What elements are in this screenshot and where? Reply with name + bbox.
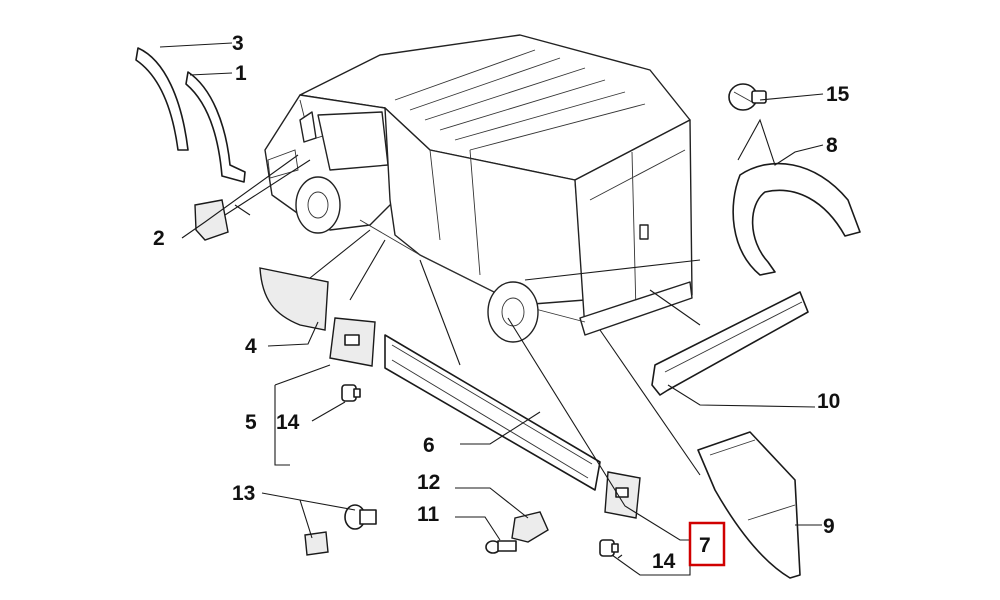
part-15-fastener <box>728 83 767 111</box>
callout-15: 15 <box>826 83 850 106</box>
highlight-box-callout-7 <box>688 521 726 567</box>
callout-11: 11 <box>417 503 440 526</box>
callout-14-upper: 14 <box>276 411 300 434</box>
part-9-rear-corner-panel <box>697 431 801 579</box>
part-7-marker-housing <box>604 471 641 519</box>
callout-10: 10 <box>817 390 840 413</box>
van-illustration <box>264 34 693 343</box>
callout-2: 2 <box>153 227 165 250</box>
callout-3: 3 <box>232 32 244 55</box>
callout-12: 12 <box>417 471 440 494</box>
part-8-rear-wheel-arch <box>732 162 861 276</box>
part-13-clips <box>304 504 377 556</box>
part-5-marker-housing <box>329 317 376 367</box>
callout-5: 5 <box>245 411 257 434</box>
part-14-bulb-upper <box>341 384 361 402</box>
callout-6: 6 <box>423 434 435 457</box>
callout-labels: 3 1 2 15 8 4 5 14 10 6 13 12 11 9 7 14 <box>153 32 850 573</box>
callout-8: 8 <box>826 134 838 157</box>
callout-13: 13 <box>232 482 255 505</box>
part-11-screw <box>485 540 517 554</box>
part-12-bracket <box>511 511 549 543</box>
part-14-bulb-lower <box>599 539 619 557</box>
part-10-rear-sill-strip <box>651 291 809 396</box>
callout-4: 4 <box>245 335 257 358</box>
callout-1: 1 <box>235 62 247 85</box>
callout-14-lower: 14 <box>652 550 676 573</box>
part-4-door-panel <box>259 267 329 331</box>
part-3-front-arch-strip <box>135 47 189 151</box>
callout-9: 9 <box>823 515 835 538</box>
part-6-side-moulding <box>384 334 601 491</box>
callout-7: 7 <box>699 534 711 557</box>
part-2-trim-piece <box>194 199 229 241</box>
leader-lines <box>159 42 824 576</box>
part-1-front-arch-strip <box>185 71 246 183</box>
